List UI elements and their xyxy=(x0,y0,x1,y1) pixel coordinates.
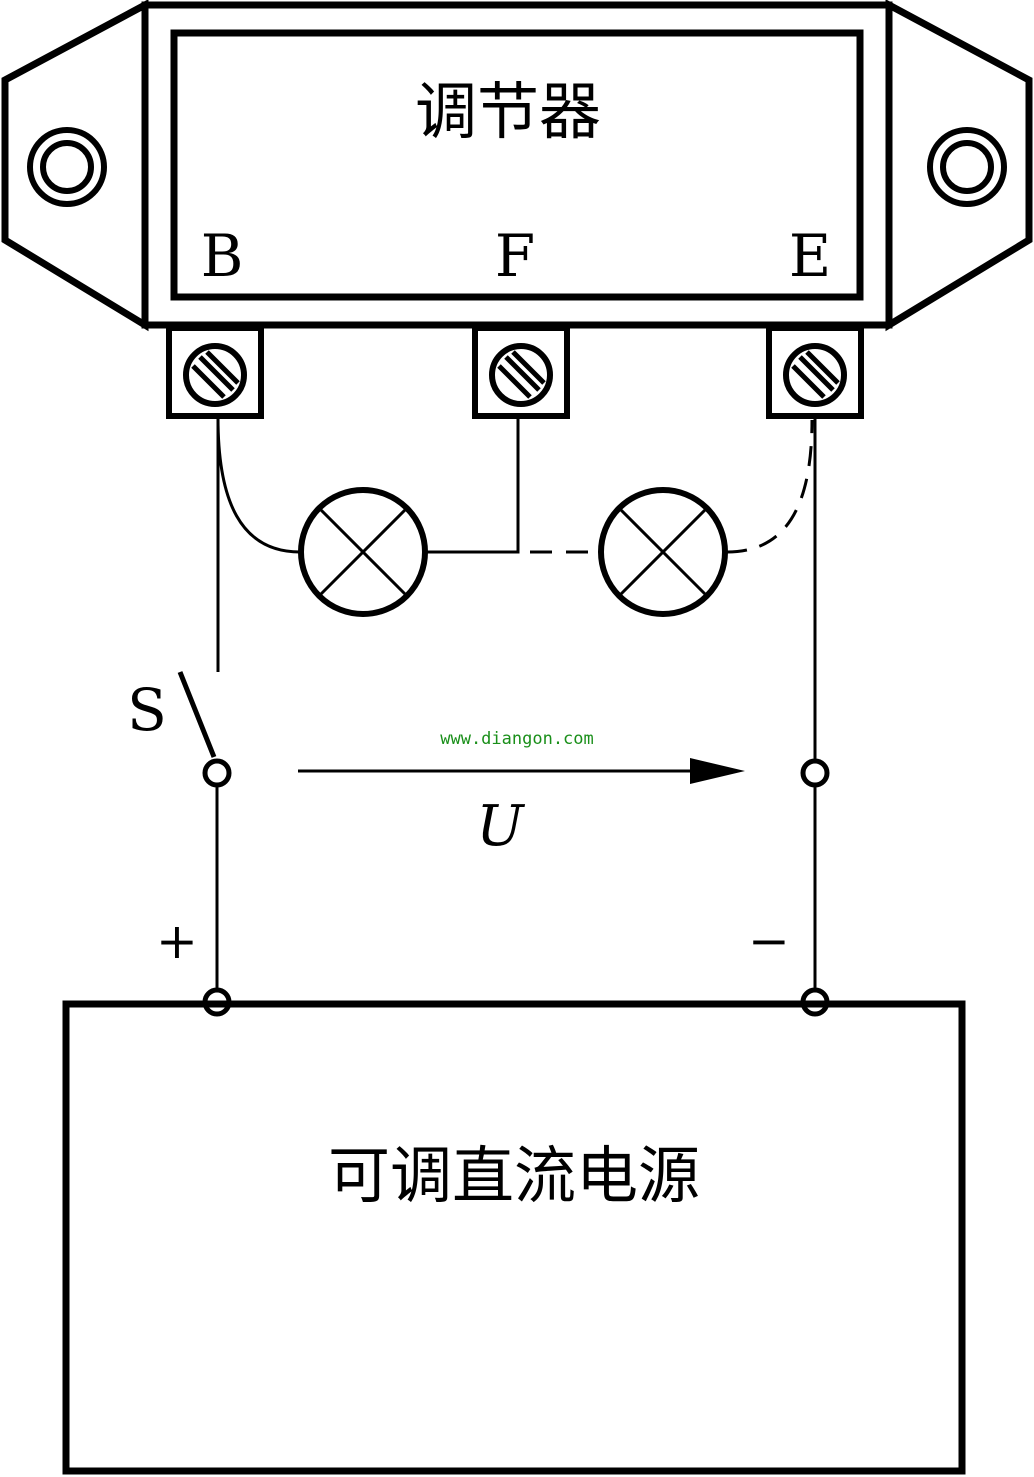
lamp-2 xyxy=(598,487,728,617)
terminal-label-b: B xyxy=(201,222,244,290)
power-supply-box xyxy=(62,1000,966,1475)
left-mounting-hole xyxy=(27,127,107,207)
switch-blade xyxy=(177,671,217,758)
regulator-right-flange xyxy=(885,0,1033,332)
arrow-head-icon xyxy=(690,758,745,784)
terminal-block-f xyxy=(472,325,570,419)
voltage-indicator: U www.diangon.com xyxy=(298,729,745,859)
terminal-block-b xyxy=(166,325,264,419)
terminal-block-e xyxy=(766,325,864,419)
measure-terminal-right xyxy=(800,758,830,788)
regulator-title: 调节器 xyxy=(415,75,601,148)
voltage-label: U xyxy=(476,794,525,859)
terminal-screw-icon xyxy=(783,343,847,407)
terminal-label-f: F xyxy=(495,222,535,290)
regulator: 调节器 B F E xyxy=(1,0,1033,332)
wire-b-to-lamp1 xyxy=(216,417,301,554)
power-supply-label: 可调直流电源 xyxy=(328,1139,700,1212)
lamp-1 xyxy=(298,487,428,617)
supply-terminal-minus xyxy=(800,987,830,1017)
wire-lamp2-to-e-dashed xyxy=(726,419,814,554)
supply-terminal-plus xyxy=(202,987,232,1017)
regulator-inner-panel xyxy=(170,29,864,301)
terminal-label-e: E xyxy=(789,222,831,290)
terminal-screw-icon xyxy=(489,343,553,407)
switch-label: S xyxy=(127,676,167,744)
terminal-screw-icon xyxy=(183,343,247,407)
wiring xyxy=(215,417,817,990)
polarity-minus: − xyxy=(748,912,790,970)
polarity-plus: + xyxy=(156,912,198,970)
right-mounting-hole xyxy=(927,127,1007,207)
switch-contact xyxy=(202,758,232,788)
watermark: www.diangon.com xyxy=(440,729,594,749)
lamp-icon xyxy=(598,487,728,617)
regulator-left-flange xyxy=(1,0,149,332)
switch-s: S xyxy=(127,671,232,788)
power-supply: 可调直流电源 xyxy=(62,987,966,1475)
wire-lamp1-to-f xyxy=(426,418,520,554)
lamp-icon xyxy=(298,487,428,617)
